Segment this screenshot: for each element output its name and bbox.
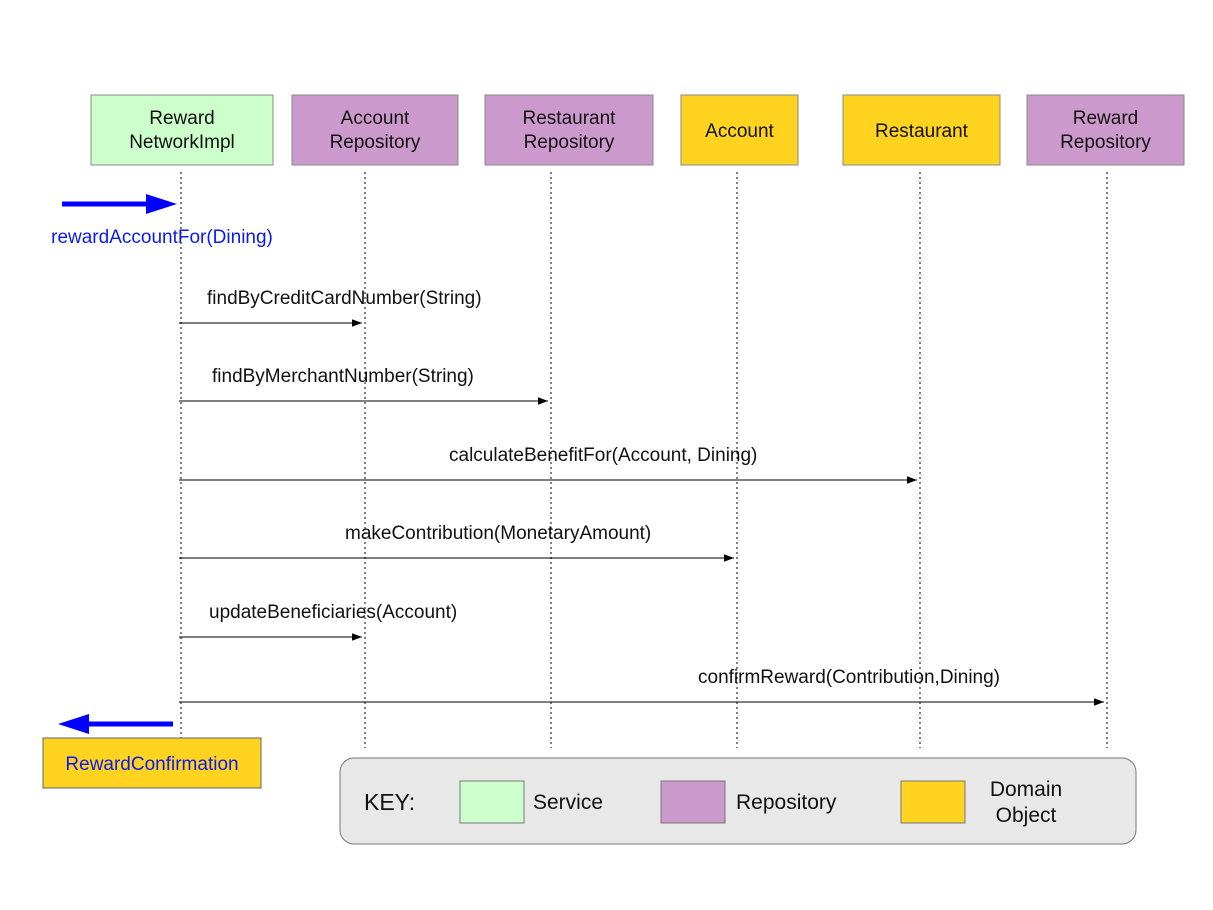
- key-swatch-service: [459, 780, 525, 824]
- messages: findByCreditCardNumber(String) findByMerc…: [179, 288, 1104, 706]
- return-value-label: RewardConfirmation: [65, 754, 238, 775]
- participant-label-restaurant-repository-line-1: Restaurant: [523, 108, 617, 129]
- incoming-call-label: rewardAccountFor(Dining): [51, 227, 273, 248]
- message-label-makecontribution: makeContribution(MonetaryAmount): [345, 523, 651, 544]
- participant-box-reward-repository: [1026, 94, 1185, 166]
- participant-label-account: Account: [705, 121, 774, 142]
- key-label-object: Object: [996, 804, 1057, 827]
- message-label-confirmreward: confirmReward(Contribution,Dining): [698, 667, 1000, 688]
- message-label-updatebeneficiaries: updateBeneficiaries(Account): [209, 602, 457, 623]
- participant-label-restaurant-repository-line-2: Repository: [524, 132, 615, 153]
- participant-box-account-repository: [291, 94, 459, 166]
- participant-box-account: [680, 94, 799, 166]
- return-arrow-head: [58, 714, 89, 734]
- incoming-call-arrow-head: [146, 194, 177, 214]
- key-label-service: Service: [533, 791, 603, 814]
- participant-label-reward-networkimpl-line-2: NetworkImpl: [129, 132, 235, 153]
- key-swatch-domain-object: [900, 780, 966, 824]
- participant-box-restaurant-repository: [484, 94, 654, 166]
- return-value: RewardConfirmation: [42, 714, 262, 789]
- participant-label-restaurant: Restaurant: [875, 121, 969, 142]
- key-label-repository: Repository: [736, 791, 837, 814]
- message-label-calculatebenefitfor: calculateBenefitFor(Account, Dining): [449, 445, 757, 466]
- participant-label-reward-networkimpl-line-1: Reward: [149, 108, 214, 129]
- participant-label-reward-repository-line-2: Repository: [1060, 132, 1151, 153]
- key-label-domain: Domain: [990, 778, 1062, 801]
- return-value-box: [42, 737, 262, 789]
- message-label-findbymerchantnumber: findByMerchantNumber(String): [212, 366, 474, 387]
- participant-label-account-repository-line-2: Repository: [330, 132, 421, 153]
- key-legend: KEY: Service Repository Domain Object: [339, 757, 1137, 845]
- incoming-call: rewardAccountFor(Dining): [51, 194, 273, 248]
- message-label-findbycreditcardnumber: findByCreditCardNumber(String): [207, 288, 482, 309]
- key-title: KEY:: [364, 789, 415, 815]
- participant-box-restaurant: [842, 94, 1001, 166]
- key-swatch-repository: [660, 780, 726, 824]
- participant-label-account-repository-line-1: Account: [341, 108, 410, 129]
- participant-label-reward-repository-line-1: Reward: [1073, 108, 1138, 129]
- lifelines: [180, 172, 1108, 748]
- participant-box-reward-networkimpl: [90, 94, 274, 166]
